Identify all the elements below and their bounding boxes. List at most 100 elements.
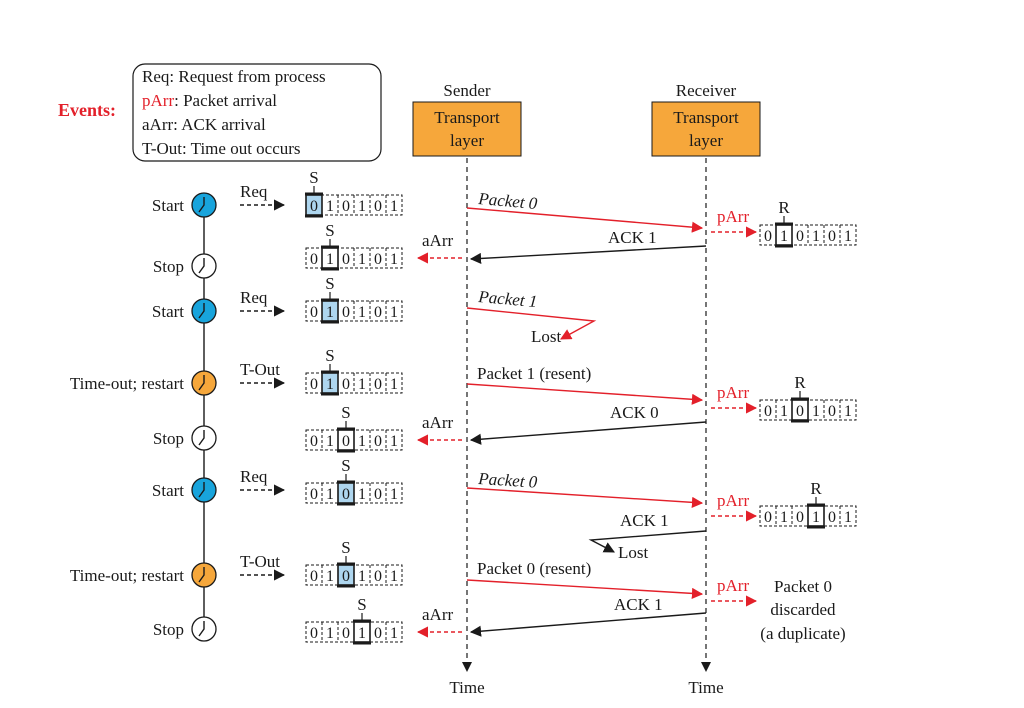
- window-bit: 0: [310, 376, 318, 393]
- window-bit: 1: [390, 568, 398, 585]
- sender-box-line: Transport: [434, 108, 500, 127]
- window-bit: 0: [828, 509, 836, 526]
- window-bit: 1: [326, 625, 334, 642]
- packet-arrival-arrow: pArr: [711, 383, 758, 414]
- packet-arrival-arrow: pArr: [711, 576, 758, 607]
- window-bit: 1: [326, 304, 334, 321]
- discard-line: discarded: [770, 600, 836, 619]
- ack-arrival-label: aArr: [422, 231, 453, 250]
- packet-arrival-events: pArr pArr pArr pArr: [711, 207, 758, 607]
- window-pointer: S: [325, 274, 334, 293]
- receiver-time-label: Time: [688, 678, 723, 697]
- window-pointer: S: [341, 538, 350, 557]
- packet-arrival-arrow: pArr: [711, 207, 758, 238]
- window-pointer: S: [357, 595, 366, 614]
- window-bit: 1: [326, 568, 334, 585]
- ack-arrival-arrow: aArr: [416, 605, 462, 638]
- window-bit: 1: [390, 304, 398, 321]
- timer-event-start: Start: [152, 477, 217, 503]
- window-bit: 0: [342, 568, 350, 585]
- window-bit: 1: [326, 251, 334, 268]
- timer-label: Stop: [153, 429, 184, 448]
- window-bit: 0: [374, 625, 382, 642]
- ack-arrival-arrow: aArr: [416, 231, 462, 264]
- receiver-time-axis: Time: [688, 158, 724, 697]
- window-pointer: S: [309, 168, 318, 187]
- legend-box: [132, 63, 382, 162]
- legend-desc: Time out occurs: [191, 139, 301, 158]
- trigger-label: T-Out: [240, 552, 280, 571]
- window-bit: 1: [390, 486, 398, 503]
- legend-item: T-Out: Time out occurs: [142, 139, 301, 158]
- window-bit: 1: [390, 433, 398, 450]
- trigger-label: T-Out: [240, 360, 280, 379]
- window-bit: 0: [310, 486, 318, 503]
- ack-arrival-arrows: aArr aArr aArr: [416, 231, 462, 638]
- discard-line: (a duplicate): [760, 624, 845, 643]
- window-bit: 0: [828, 403, 836, 420]
- window-bit: 0: [796, 228, 804, 245]
- window-pointer: S: [341, 456, 350, 475]
- timer-label: Start: [152, 196, 184, 215]
- message-packet-1-resent: Packet 1 (resent): [466, 364, 704, 405]
- timer-event-start: Start: [152, 298, 217, 324]
- window-bit: 1: [358, 251, 366, 268]
- message-packet-0-resent: Packet 0 (resent): [466, 559, 704, 599]
- timer-event-start: Start: [152, 192, 217, 218]
- window-pointer: R: [778, 198, 790, 217]
- packet-arrival-label: pArr: [717, 383, 749, 402]
- window-bit: 1: [780, 403, 788, 420]
- packet-arrival-arrow: pArr: [711, 491, 758, 522]
- window-bit: 0: [764, 228, 772, 245]
- window-bit: 1: [358, 433, 366, 450]
- timer-label: Start: [152, 481, 184, 500]
- timer-label: Time-out; restart: [70, 374, 184, 393]
- message-label: Packet 0 (resent): [477, 559, 591, 578]
- window-bit: 0: [374, 568, 382, 585]
- window-bit: 1: [358, 198, 366, 215]
- trigger-arrow: Req: [240, 182, 286, 211]
- window-bit: 0: [342, 198, 350, 215]
- receiver-head: Receiver Transport layer: [651, 81, 761, 157]
- window-bit: 0: [310, 251, 318, 268]
- svg-text:T-Out: Time out occurs: T-Out: Time out occurs: [142, 139, 301, 158]
- ack-arrival-arrow: aArr: [416, 413, 462, 446]
- message-ack-1-lost: ACK 1 Lost: [588, 511, 707, 562]
- sender-transport-box: [412, 101, 522, 157]
- legend-key: pArr: [142, 91, 174, 110]
- message-label: Packet 1: [477, 287, 538, 311]
- window-pointer: S: [325, 221, 334, 240]
- legend-desc: ACK arrival: [181, 115, 266, 134]
- receiver-box-line: Transport: [673, 108, 739, 127]
- trigger-arrow: Req: [240, 288, 286, 317]
- window-bit: 0: [342, 625, 350, 642]
- trigger-arrow: T-Out: [240, 552, 286, 581]
- timer-event-timeout: Time-out; restart: [70, 370, 217, 396]
- window-bit: 0: [374, 433, 382, 450]
- message-label: ACK 1: [608, 228, 657, 247]
- window-bit: 1: [844, 509, 852, 526]
- window-bit: 0: [374, 304, 382, 321]
- window-bit: 0: [342, 376, 350, 393]
- window-pointer: S: [325, 346, 334, 365]
- trigger-label: Req: [240, 182, 268, 201]
- receiver-caption: Receiver: [676, 81, 737, 100]
- window-bit: 0: [796, 403, 804, 420]
- sender-time-axis: Time: [449, 158, 485, 697]
- sender-head: Sender Transport layer: [412, 81, 522, 157]
- window-bit: 1: [812, 403, 820, 420]
- window-bit: 1: [326, 486, 334, 503]
- timer-event-timeout: Time-out; restart: [70, 562, 217, 588]
- window-bit: 0: [374, 251, 382, 268]
- discard-line: Packet 0: [774, 577, 832, 596]
- message-label: Packet 0: [477, 469, 539, 492]
- window-bit: 0: [374, 198, 382, 215]
